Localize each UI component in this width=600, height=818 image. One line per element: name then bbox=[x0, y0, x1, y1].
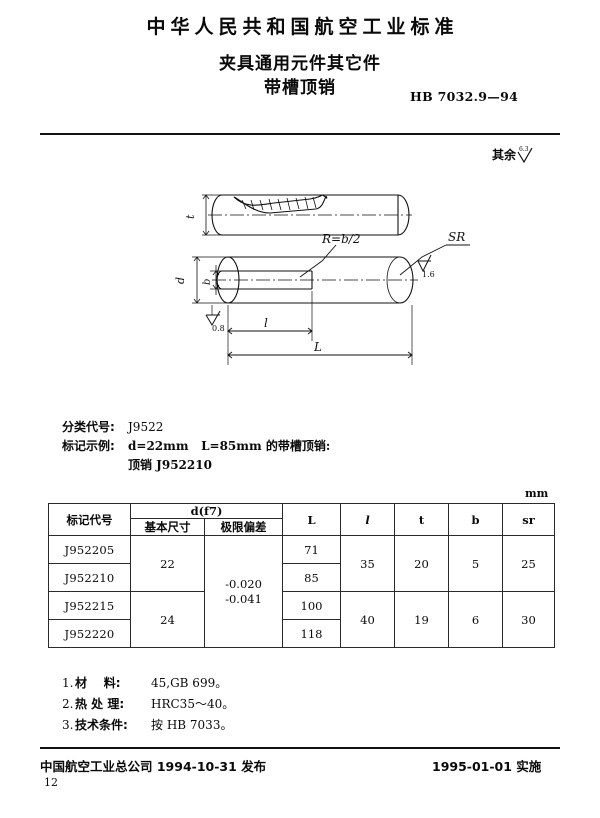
technical-notes: 1. 材 料: 45,GB 699。 2. 热 处 理: HRC35～40。 3… bbox=[62, 673, 234, 736]
dimensions-table: 标记代号 d(f7) L l t b sr 基本尺寸 极限偏差 J952205 … bbox=[48, 503, 555, 648]
footer-divider-rule bbox=[40, 747, 560, 749]
dimension-label-d: d bbox=[174, 277, 187, 284]
overall-roughness-label: 其余 bbox=[492, 148, 517, 162]
note-number: 3. bbox=[62, 718, 74, 732]
th-b: b bbox=[448, 503, 503, 536]
roughness-triangle-icon: 6.3 bbox=[517, 146, 533, 163]
cell-t: 19 bbox=[394, 591, 449, 648]
sr-roughness-value: 1.6 bbox=[422, 270, 435, 279]
cell-L: 118 bbox=[282, 619, 341, 648]
note-label: 热 处 理: bbox=[75, 697, 125, 711]
overall-roughness-value: 6.3 bbox=[519, 146, 529, 153]
th-code: 标记代号 bbox=[48, 503, 131, 536]
header-divider-rule bbox=[40, 133, 560, 135]
cell-sr: 30 bbox=[502, 591, 555, 648]
document-title-line-2: 带槽顶销 bbox=[264, 78, 336, 98]
technical-drawing: t d b l L R=b/2 SR 0.8 1.6 bbox=[150, 165, 490, 385]
cell-b: 5 bbox=[448, 535, 503, 592]
standard-authority-title: 中华人民共和国航空工业标准 bbox=[146, 16, 459, 38]
cell-d-basic: 22 bbox=[130, 535, 205, 592]
cell-L: 85 bbox=[282, 563, 341, 592]
note-item: 3. 技术条件: 按 HB 7033。 bbox=[62, 715, 234, 736]
cell-code: J952220 bbox=[48, 619, 131, 648]
cell-code: J952205 bbox=[48, 535, 131, 564]
th-sr: sr bbox=[502, 503, 555, 536]
note-label: 技术条件: bbox=[75, 718, 128, 732]
table-row: J952220 118 bbox=[48, 619, 555, 648]
classification-code-value: J9522 bbox=[128, 420, 164, 434]
marking-example-label: 标记示例: bbox=[62, 439, 115, 453]
dimension-label-b: b bbox=[202, 279, 213, 285]
table-unit-label: mm bbox=[525, 487, 549, 500]
standard-number: HB 7032.9—94 bbox=[410, 89, 519, 104]
cell-d-basic: 24 bbox=[130, 591, 205, 648]
cell-t: 20 bbox=[394, 535, 449, 592]
th-L: L bbox=[282, 503, 341, 536]
cell-l: 40 bbox=[340, 591, 395, 648]
footer-issuer: 中国航空工业总公司 1994-10-31 发布 bbox=[40, 759, 267, 774]
marking-example-designation: 顶销 J952210 bbox=[128, 458, 212, 472]
note-item: 1. 材 料: 45,GB 699。 bbox=[62, 673, 234, 694]
th-d-deviation: 极限偏差 bbox=[204, 518, 283, 536]
page-header: 中华人民共和国航空工业标准 bbox=[0, 12, 600, 39]
note-value: 按 HB 7033。 bbox=[151, 718, 233, 732]
cell-d-deviation: -0.020 -0.041 bbox=[204, 535, 283, 648]
note-number: 2. bbox=[62, 697, 74, 711]
dimension-label-t: t bbox=[184, 214, 197, 219]
document-title-line-1: 夹具通用元件其它件 bbox=[219, 54, 381, 74]
table-row: J952205 22 -0.020 -0.041 71 35 20 5 25 bbox=[48, 535, 555, 648]
classification-code-row: 分类代号: J9522 bbox=[62, 418, 330, 437]
end-roughness-value: 0.8 bbox=[212, 324, 225, 333]
table-header-row-2: 基本尺寸 极限偏差 bbox=[49, 518, 555, 536]
cell-code: J952210 bbox=[48, 563, 131, 592]
radius-note: R=b/2 bbox=[321, 232, 360, 246]
th-d-basic: 基本尺寸 bbox=[130, 518, 205, 536]
table-row: J952215 24 100 40 19 6 30 bbox=[48, 591, 555, 648]
note-value: 45,GB 699。 bbox=[151, 676, 228, 690]
table-header-row-1: 标记代号 d(f7) L l t b sr bbox=[48, 503, 555, 536]
marking-example-value: d=22mm L=85mm 的带槽顶销: bbox=[128, 439, 331, 453]
note-value: HRC35～40。 bbox=[151, 697, 235, 711]
cell-L: 100 bbox=[282, 591, 341, 620]
note-number: 1. bbox=[62, 676, 74, 690]
page-number: 12 bbox=[44, 776, 58, 789]
footer-effective-date: 1995-01-01 实施 bbox=[432, 759, 542, 774]
marking-example-row: 标记示例: d=22mm L=85mm 的带槽顶销: bbox=[62, 437, 330, 456]
cell-l: 35 bbox=[340, 535, 395, 592]
overall-roughness-note: 其余 6.3 bbox=[492, 146, 533, 163]
sr-note: SR bbox=[448, 230, 465, 244]
document-title-block: 夹具通用元件其它件 带槽顶销 bbox=[0, 52, 600, 100]
th-l: l bbox=[340, 503, 395, 536]
cell-sr: 25 bbox=[502, 535, 555, 592]
note-label: 材 料: bbox=[75, 676, 121, 690]
th-d-group: d(f7) bbox=[130, 503, 283, 519]
classification-code-label: 分类代号: bbox=[62, 420, 115, 434]
note-item: 2. 热 处 理: HRC35～40。 bbox=[62, 694, 234, 715]
cell-code: J952215 bbox=[48, 591, 131, 620]
th-t: t bbox=[394, 503, 449, 536]
cell-L: 71 bbox=[282, 535, 341, 564]
dimension-label-L: L bbox=[313, 340, 322, 354]
specification-block: 分类代号: J9522 标记示例: d=22mm L=85mm 的带槽顶销: 顶… bbox=[62, 418, 330, 475]
dimension-label-l: l bbox=[264, 316, 268, 330]
cell-b: 6 bbox=[448, 591, 503, 648]
